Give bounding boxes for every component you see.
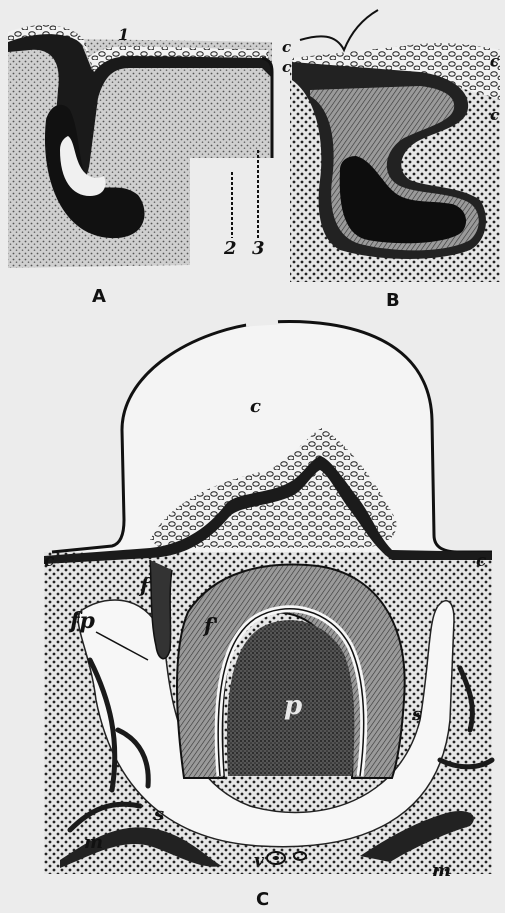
panel-b-label-c2: c <box>282 58 291 76</box>
panel-c-label-s-left: s <box>153 804 164 825</box>
panel-c-label-fp: fp <box>68 608 95 634</box>
panel-c-label-m-left: m <box>84 832 103 853</box>
panel-a-letter: A <box>92 286 106 307</box>
panel-b-label-c4: c <box>490 106 499 124</box>
panel-c-label-v: v <box>254 851 265 871</box>
panel-c-label-m-right: m <box>432 860 451 881</box>
panel-b-label-c1: c <box>282 38 291 56</box>
panel-a-label-1: 1 <box>118 25 129 44</box>
panel-c-letter: C <box>256 889 269 910</box>
panel-c: c c c f fp f' p s s m m v C <box>44 322 492 910</box>
panel-c-label-s-right: s <box>411 704 422 725</box>
panel-a-label-3: 3 <box>252 238 265 259</box>
panel-a: 1 2 3 A <box>8 25 272 307</box>
panel-b-letter: B <box>386 290 400 311</box>
panel-c-label-c-cavity: c <box>250 396 261 417</box>
panel-b: c c c c B <box>282 10 500 311</box>
panel-b-overlying-line <box>300 10 378 50</box>
panel-c-label-f-prime: f' <box>202 613 219 637</box>
panel-c-label-c-right: c <box>476 551 487 571</box>
panel-c-dome-gap <box>246 322 278 324</box>
panel-c-label-c-left: c <box>44 551 55 571</box>
panel-a-label-2: 2 <box>223 238 237 259</box>
panel-c-label-p: p <box>284 691 302 721</box>
panel-b-label-c3: c <box>490 52 499 70</box>
